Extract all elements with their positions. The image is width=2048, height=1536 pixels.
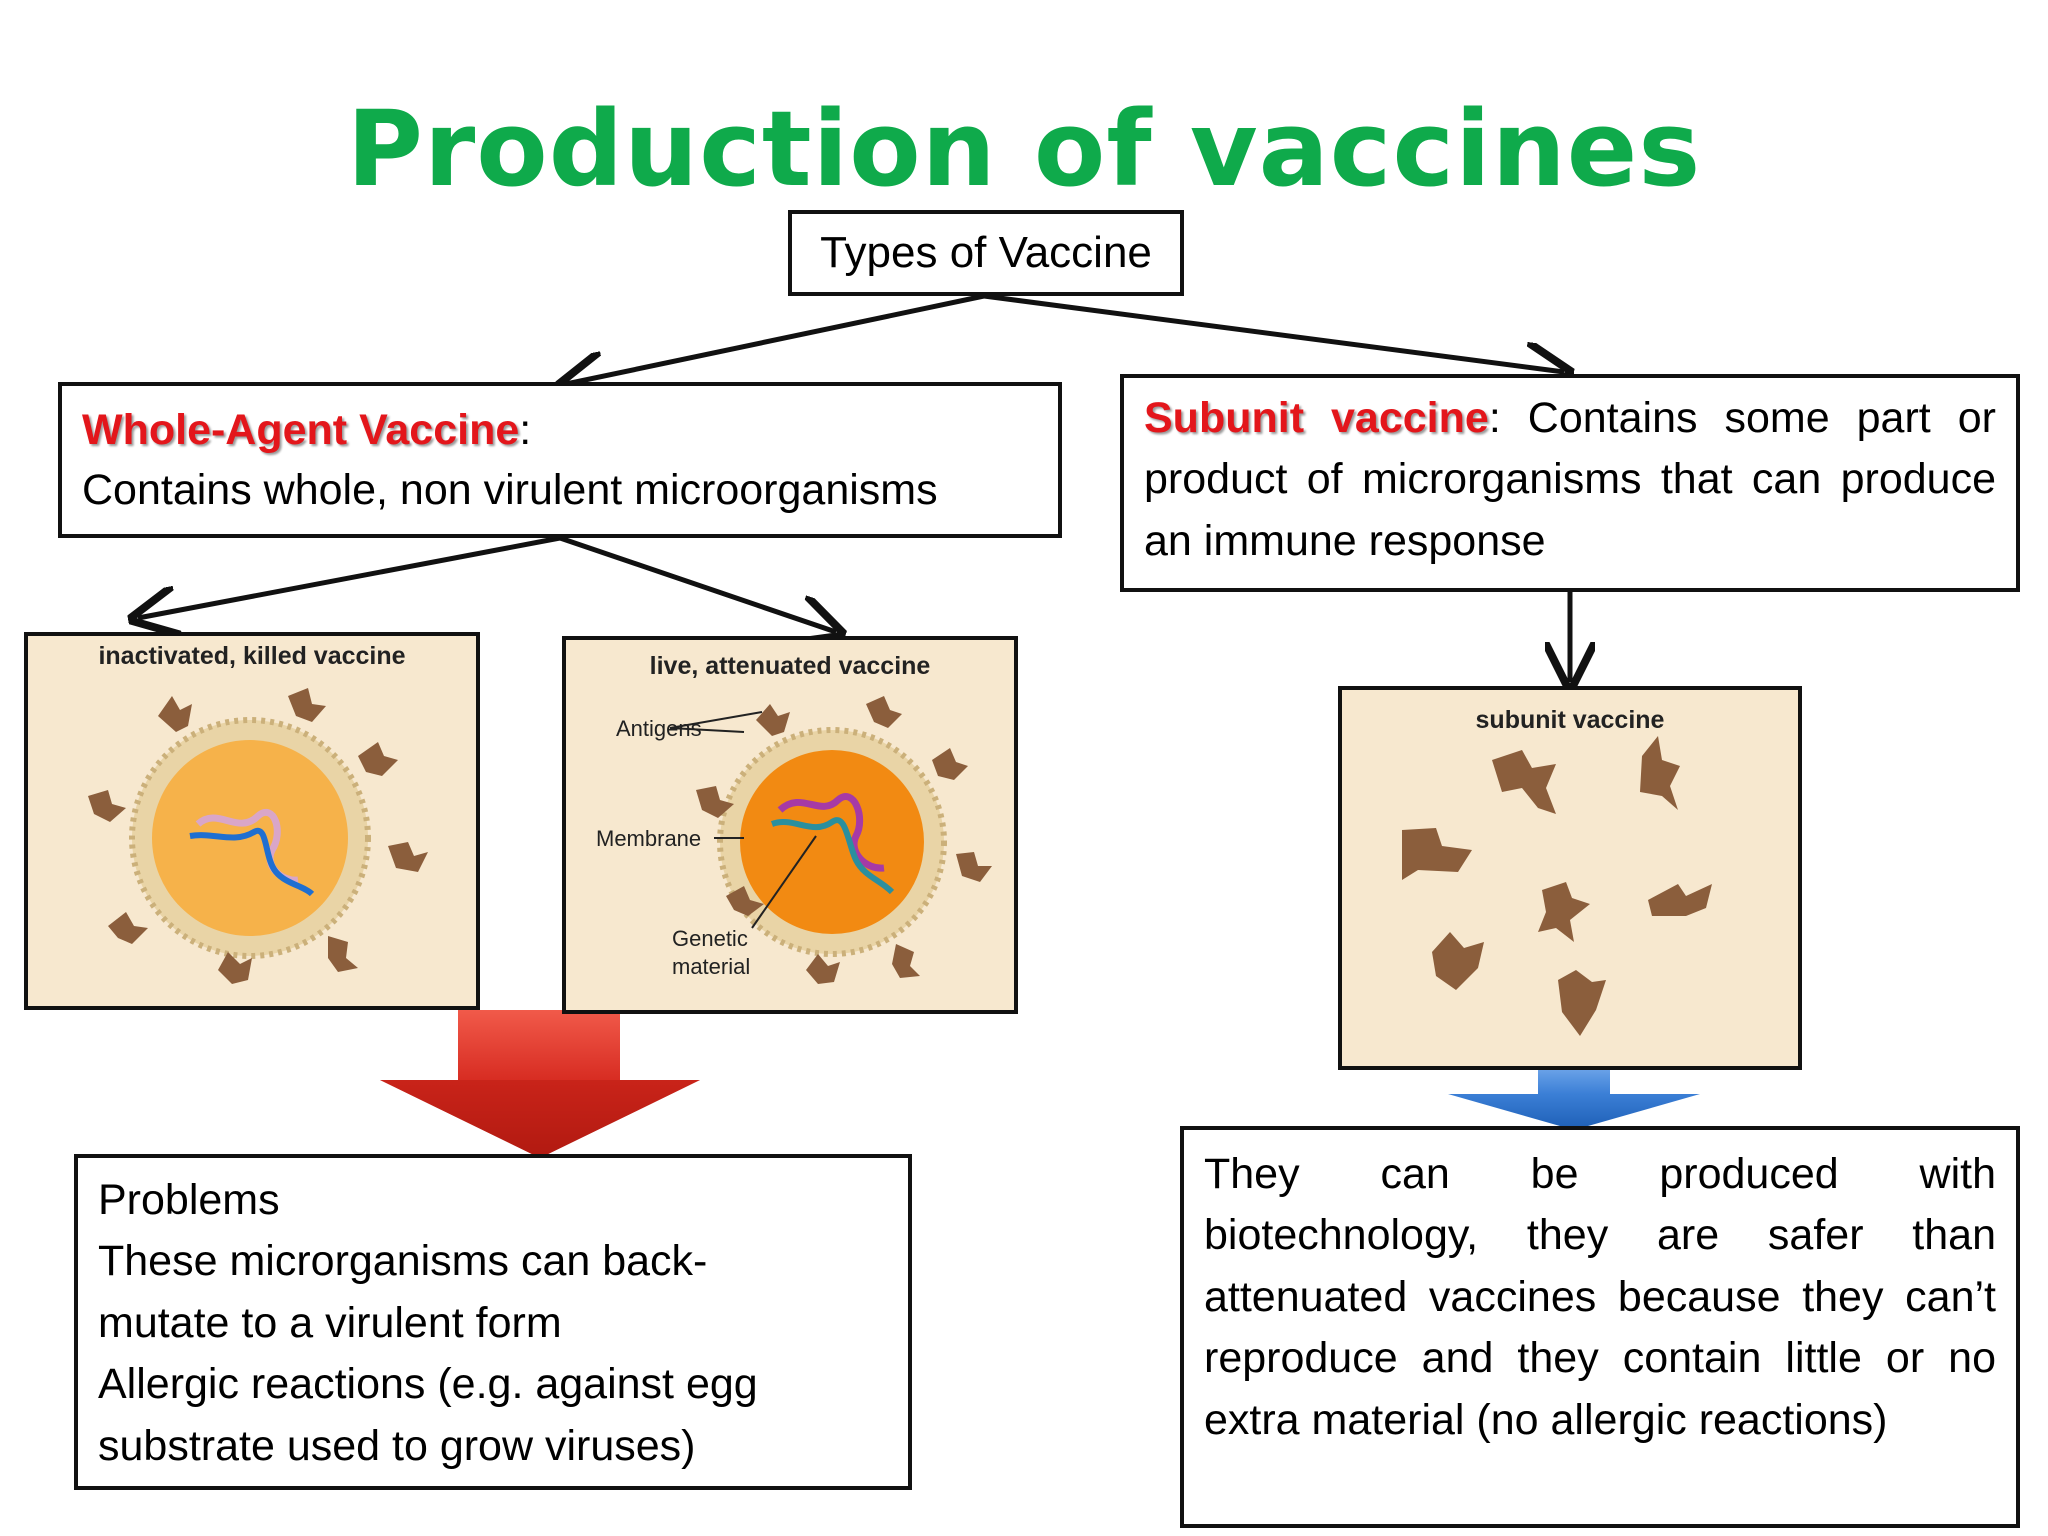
arrow-whole-to-live: [559, 535, 836, 632]
live-panel-title: live, attenuated vaccine: [649, 652, 931, 680]
arrow-whole-to-inactivated: [138, 535, 561, 618]
types-label: Types of Vaccine: [820, 228, 1152, 277]
subunit-description: : Contains some part or product of micro…: [1144, 394, 1996, 565]
red-down-arrow: [380, 1010, 700, 1158]
page-title: Production of vaccines: [346, 88, 1702, 210]
problems-line-4: substrate used to grow viruses): [98, 1421, 696, 1470]
types-of-vaccine-box: Types of Vaccine: [788, 210, 1184, 296]
whole-agent-heading: Whole-Agent Vaccine: [82, 406, 520, 454]
live-attenuated-vaccine-illustration: live, attenuated vaccine Antigens Memb: [562, 636, 1018, 1014]
whole-agent-box: Whole-Agent Vaccine: Contains whole, non…: [58, 382, 1062, 538]
whole-agent-colon: :: [519, 406, 532, 454]
subunit-box: Subunit vaccine: Contains some part or p…: [1120, 374, 2020, 592]
benefits-text: They can be produced with biotechnology,…: [1204, 1150, 1996, 1444]
whole-agent-description: Contains whole, non virulent microorgani…: [82, 466, 938, 515]
problems-line-2: mutate to a virulent form: [98, 1298, 562, 1347]
subunit-heading: Subunit vaccine: [1144, 394, 1489, 442]
problems-line-1: These microrganisms can back-: [98, 1237, 708, 1286]
problems-box: Problems These microrganisms can back- m…: [74, 1154, 912, 1490]
genetic-label-line2: material: [672, 954, 751, 979]
antigens-label: Antigens: [616, 716, 702, 741]
genetic-label-line1: Genetic: [672, 926, 748, 951]
virus-particle-icon: [669, 696, 992, 984]
subunit-vaccine-illustration: subunit vaccine: [1338, 686, 1802, 1070]
inactivated-panel-title: inactivated, killed vaccine: [98, 642, 406, 670]
antigen-fragments-icon: [1402, 736, 1712, 1036]
arrow-types-to-subunit: [983, 293, 1564, 372]
problems-line-3: Allergic reactions (e.g. against egg: [98, 1360, 758, 1409]
subunit-panel-title: subunit vaccine: [1475, 706, 1665, 734]
arrow-types-to-whole: [566, 293, 985, 384]
problems-heading: Problems: [98, 1176, 280, 1224]
subunit-benefits-box: They can be produced with biotechnology,…: [1180, 1126, 2020, 1528]
inactivated-vaccine-illustration: inactivated, killed vaccine: [24, 632, 480, 1010]
membrane-label: Membrane: [596, 826, 702, 851]
virus-particle-icon: [88, 688, 428, 984]
